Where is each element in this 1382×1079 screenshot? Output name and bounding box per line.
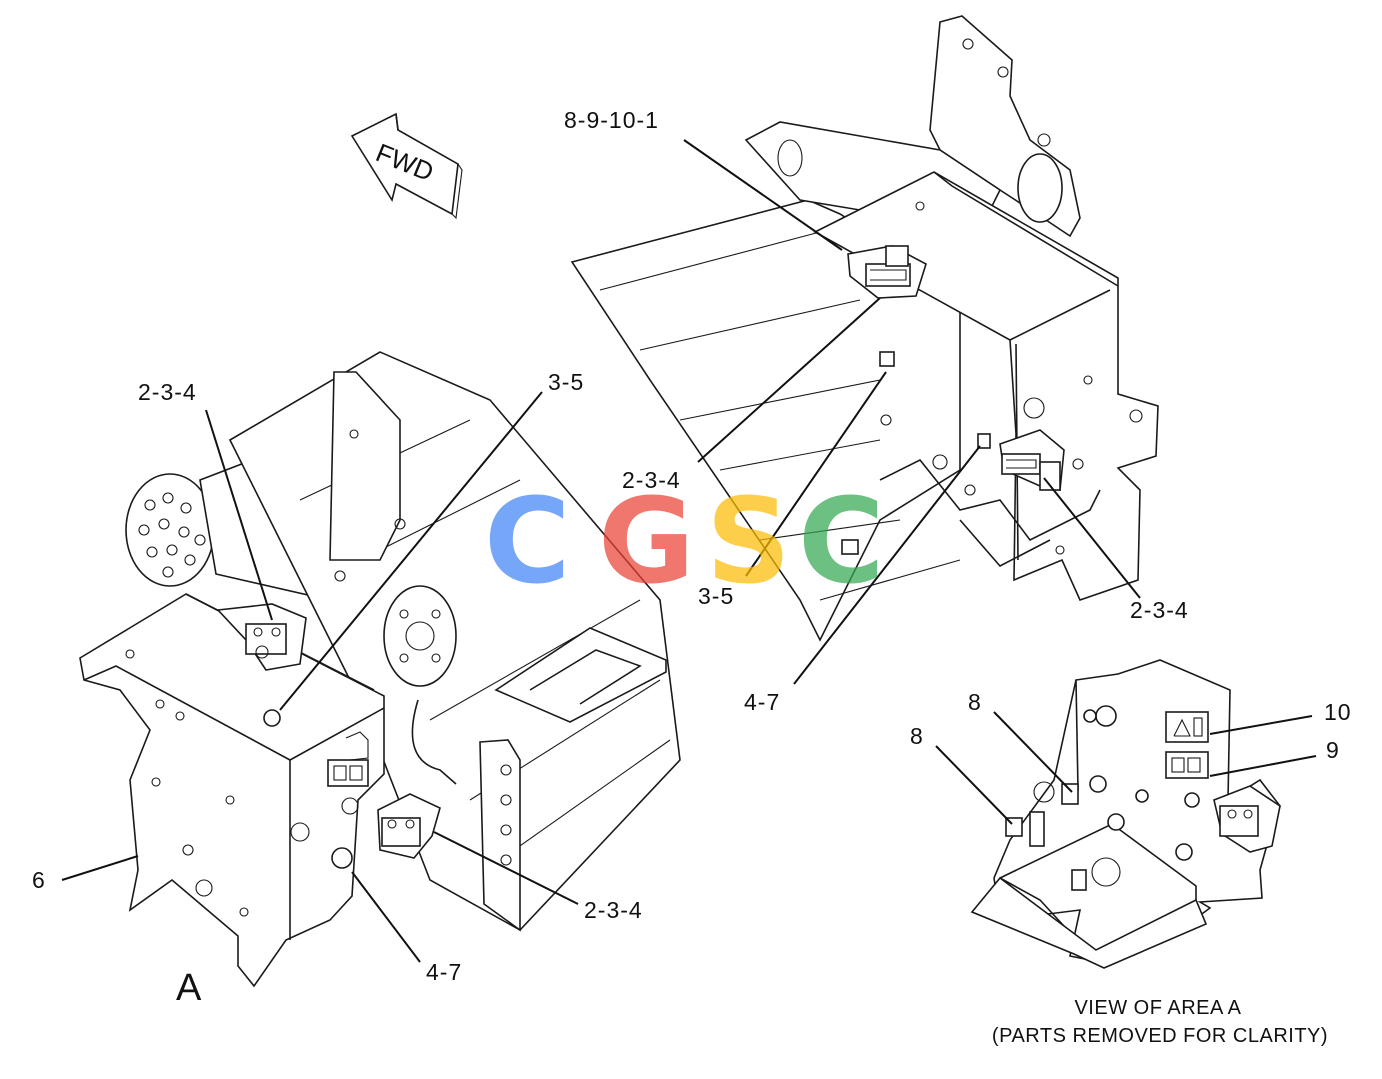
area-a-view: [970, 659, 1281, 969]
clamp-left-bottom: [377, 793, 441, 859]
cgsc-watermark: C G S C: [484, 472, 885, 610]
callout-4-7-bottom: 4-7: [426, 959, 462, 985]
clamp-right: [999, 429, 1065, 491]
callout-3-5-left: 3-5: [548, 369, 584, 395]
upper-assembly: [570, 15, 1159, 642]
watermark-letter-c1: C: [484, 472, 571, 610]
callout-2-3-4-right: 2-3-4: [1130, 597, 1189, 623]
clamp-left-top: [216, 603, 307, 671]
callout-labels: 8-9-10-1 2-3-4 3-5 2-3-4 3-5 2-3-4 4-7 6…: [32, 107, 1352, 1047]
callout-10: 10: [1324, 699, 1352, 725]
callout-2-3-4-left-top: 2-3-4: [138, 379, 197, 405]
callout-6: 6: [32, 867, 46, 893]
view-caption-title: VIEW OF AREA A: [1074, 997, 1241, 1019]
callout-4-7-center: 4-7: [744, 689, 780, 715]
area-a-label: A: [176, 967, 202, 1009]
left-assembly: [79, 351, 681, 988]
callout-9: 9: [1326, 737, 1340, 763]
callout-8-upper: 8: [968, 689, 982, 715]
watermark-letter-c2: C: [798, 472, 885, 610]
leader-lines: [61, 139, 1317, 963]
watermark-letter-g: G: [598, 472, 695, 610]
fwd-arrow: FWD: [350, 112, 463, 220]
callout-3-5-center: 3-5: [698, 583, 734, 609]
clamp-upper: [847, 245, 927, 299]
view-caption-subtitle: (PARTS REMOVED FOR CLARITY): [992, 1025, 1328, 1047]
callout-8-9-10-1: 8-9-10-1: [564, 107, 659, 133]
watermark-letter-s: S: [706, 472, 791, 610]
callout-2-3-4-bottom: 2-3-4: [584, 897, 643, 923]
callout-2-3-4-center: 2-3-4: [622, 467, 681, 493]
callout-8-lower: 8: [910, 723, 924, 749]
